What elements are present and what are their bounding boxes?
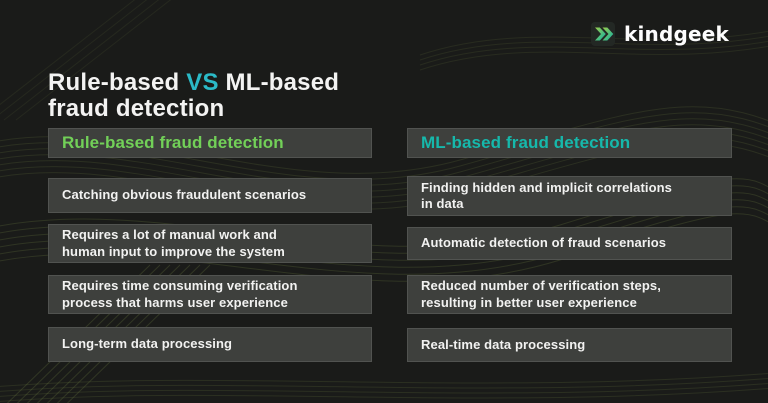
ml-based-row-3: Reduced number of verification steps, re… [407,275,732,314]
ml-based-row-1: Finding hidden and implicit correlations… [407,176,732,216]
rule-based-row-2: Requires a lot of manual work and human … [48,224,372,263]
title-line-2: fraud detection [48,95,225,123]
ml-based-column-header: ML-based fraud detection [407,128,732,158]
title-part-2: ML-based [218,69,340,97]
rule-based-row-1: Catching obvious fraudulent scenarios [48,178,372,213]
ml-based-row-2: Automatic detection of fraud scenarios [407,227,732,260]
title-vs-accent: VS [186,69,219,97]
brand-logo: kindgeek [591,22,729,46]
double-chevron-right-icon [591,22,615,46]
title-part-1: Rule-based [48,69,187,97]
rule-based-row-3: Requires time consuming verification pro… [48,275,372,314]
ml-based-row-4: Real-time data processing [407,328,732,362]
rule-based-row-4: Long-term data processing [48,327,372,362]
brand-wordmark: kindgeek [624,22,730,46]
page-title: Rule-based VS ML-based fraud detection [48,70,339,122]
rule-based-column-header: Rule-based fraud detection [48,128,372,158]
